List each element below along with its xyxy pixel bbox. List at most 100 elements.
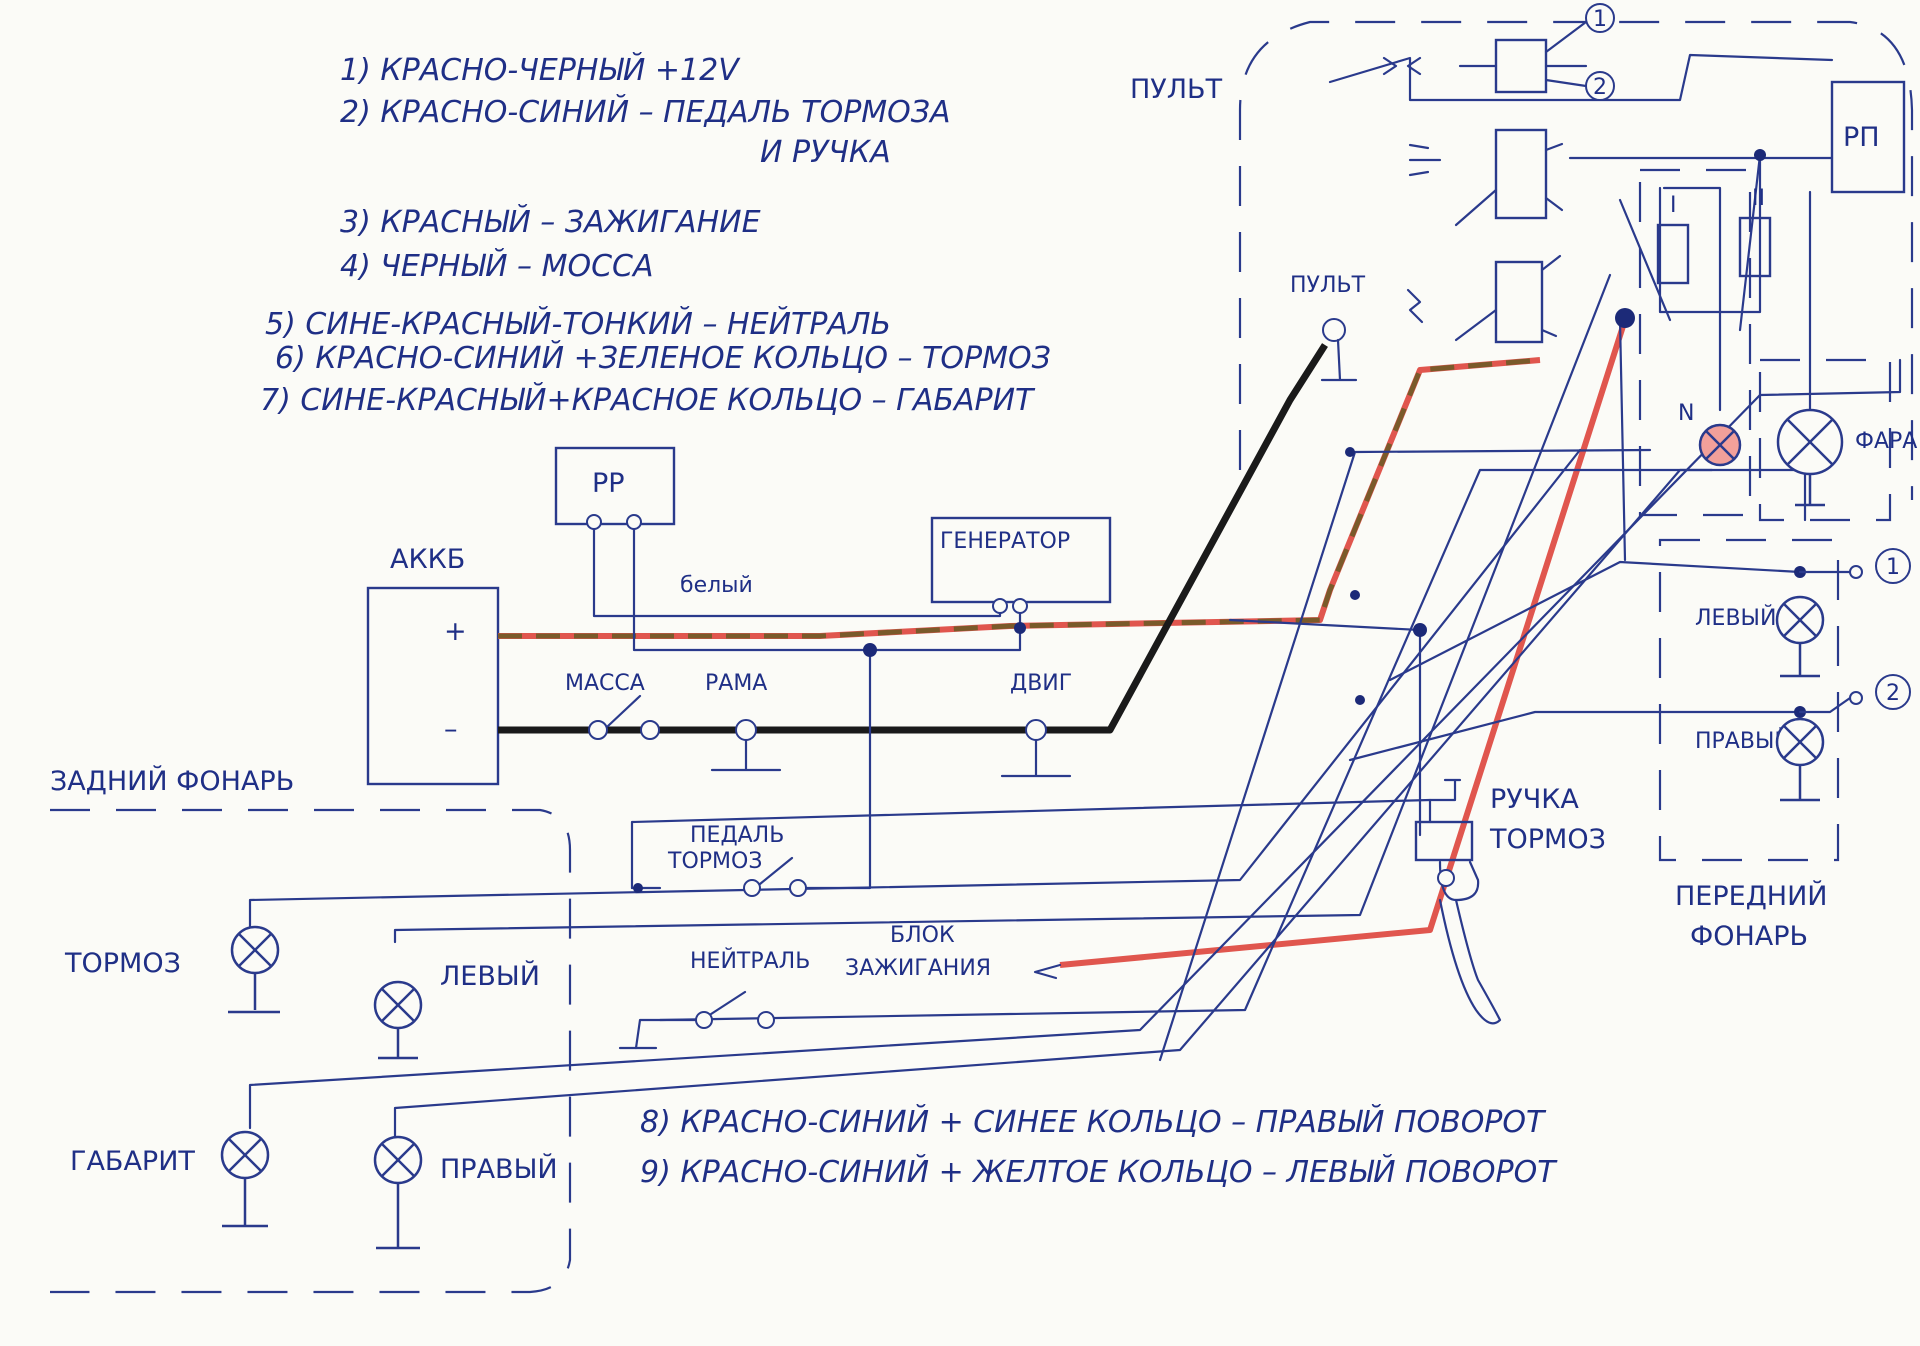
akkb-minus: – xyxy=(444,714,458,745)
neutral-lamp-label: N xyxy=(1678,401,1694,426)
wire-ignition-red xyxy=(1059,319,1628,968)
generator-label: ГЕНЕРАТОР xyxy=(940,529,1070,554)
legend-num-7: 7) xyxy=(260,383,291,418)
turn-switch-leads xyxy=(1544,20,1588,88)
massa-terminal xyxy=(588,720,608,740)
rr-terminal xyxy=(586,514,602,530)
pult-label-top: ПУЛЬТ xyxy=(1130,74,1223,105)
svg-text:3) КРАСНЫЙ – ЗАЖИГАНИЕ: 3) КРАСНЫЙ – ЗАЖИГАНИЕ xyxy=(340,204,761,240)
neutral-label: НЕЙТРАЛЬ xyxy=(690,948,810,974)
legend-text-7: СИНЕ-КРАСНЫЙ+КРАСНОЕ КОЛЬЦО – ГАБАРИТ xyxy=(300,382,1036,418)
front-lamp-title-1: ПЕРЕДНИЙ xyxy=(1675,880,1828,912)
legend-text-2: КРАСНО-СИНИЙ – ПЕДАЛЬ ТОРМОЗА xyxy=(380,94,950,130)
svg-text:1) КРАСНО-ЧЕРНЫЙ +12V: 1) КРАСНО-ЧЕРНЫЙ +12V xyxy=(340,52,741,88)
wire-ground-black xyxy=(498,343,1328,734)
color-legend-bottom: 8) КРАСНО-СИНИЙ + СИНЕЕ КОЛЬЦО – ПРАВЫЙ … xyxy=(640,1104,1558,1190)
front-lamp-title-2: ФОНАРЬ xyxy=(1690,921,1808,952)
akkb-plus: + xyxy=(444,616,467,647)
rr-terminal xyxy=(626,514,642,530)
legend-text-8: КРАСНО-СИНИЙ + СИНЕЕ КОЛЬЦО – ПРАВЫЙ ПОВ… xyxy=(680,1104,1547,1140)
legend-num-5: 5) xyxy=(265,307,296,342)
front-terminal-leads xyxy=(1798,570,1852,714)
horn-switch xyxy=(1406,254,1562,344)
svg-text:И РУЧКА: И РУЧКА xyxy=(760,135,891,170)
switch-term-1-label: 1 xyxy=(1593,7,1607,32)
massa-switch-blade xyxy=(606,694,642,728)
massa-terminal xyxy=(640,720,660,740)
pedal-switch-blade xyxy=(758,856,794,886)
pult-enclosure xyxy=(1238,20,1914,500)
generator-terminal xyxy=(1012,598,1028,614)
pult-ground xyxy=(1320,338,1358,382)
legend-text-6: КРАСНО-СИНИЙ +ЗЕЛЕНОЕ КОЛЬЦО – ТОРМОЗ xyxy=(315,340,1051,376)
rear-brake-lamp-label: ТОРМОЗ xyxy=(64,948,181,979)
front-terminal-1 xyxy=(1849,565,1863,579)
pedal-terminal xyxy=(743,879,761,897)
svg-text:5) СИНЕ-КРАСНЫЙ-ТОНКИЙ – НЕЙТР: 5) СИНЕ-КРАСНЫЙ-ТОНКИЙ – НЕЙТРАЛЬ xyxy=(265,306,891,342)
ignition-arrow xyxy=(1033,963,1062,980)
legend-num-6: 6) xyxy=(275,341,306,376)
legend-text-1: КРАСНО-ЧЕРНЫЙ +12V xyxy=(380,52,741,88)
fara-enclosure xyxy=(1758,358,1892,522)
massa-label: МАССА xyxy=(565,671,645,696)
rear-right-lamp-icon xyxy=(373,1135,423,1250)
brake-handle xyxy=(1414,778,1502,1025)
legend-num-4: 4) xyxy=(340,249,371,284)
relay-2-coil xyxy=(1738,216,1772,278)
neutral-indicator-lamp-icon xyxy=(1698,423,1742,467)
akkb-label: АККБ xyxy=(390,544,465,575)
junction-dot xyxy=(1345,447,1355,457)
dvig-ground xyxy=(1000,738,1072,778)
pult-post xyxy=(1322,318,1346,342)
ignition-label-2: ЗАЖИГАНИЯ xyxy=(845,956,991,981)
white-wire-label: белый xyxy=(680,573,753,598)
neutral-terminal xyxy=(757,1011,775,1029)
front-right-lamp-icon xyxy=(1775,717,1825,802)
headlight-lamp-icon xyxy=(1776,408,1844,507)
dvig-terminal xyxy=(1025,719,1047,741)
junction-dot xyxy=(1615,308,1635,328)
rr-label: РР xyxy=(592,468,625,499)
front-right-label: ПРАВЫЙ xyxy=(1695,728,1791,754)
rr-box xyxy=(554,446,676,526)
turn-signal-switch xyxy=(1382,38,1548,94)
legend-text-3: КРАСНЫЙ – ЗАЖИГАНИЕ xyxy=(380,204,760,240)
svg-text:9) КРАСНО-СИНИЙ + ЖЕЛТОЕ КОЛЬЦ: 9) КРАСНО-СИНИЙ + ЖЕЛТОЕ КОЛЬЦО – ЛЕВЫЙ … xyxy=(640,1154,1558,1190)
rear-left-lamp-icon xyxy=(373,980,423,1060)
akkb-box xyxy=(366,586,500,786)
rama-ground xyxy=(710,738,782,772)
fara-label: ФАРА xyxy=(1855,429,1917,454)
front-left-label: ЛЕВЫЙ xyxy=(1695,605,1776,631)
front-left-lamp-icon xyxy=(1775,595,1825,678)
headlight-switch xyxy=(1408,128,1564,227)
relay-1-coil xyxy=(1656,223,1690,285)
svg-text:6) КРАСНО-СИНИЙ +ЗЕЛЕНОЕ КОЛЬЦ: 6) КРАСНО-СИНИЙ +ЗЕЛЕНОЕ КОЛЬЦО – ТОРМОЗ xyxy=(275,340,1051,376)
junction-dot xyxy=(633,883,643,893)
rear-right-lamp-label: ПРАВЫЙ xyxy=(440,1153,558,1185)
pult-label-mid: ПУЛЬТ xyxy=(1290,273,1366,298)
front-term-1-label: 1 xyxy=(1886,555,1900,580)
junction-dot xyxy=(863,643,877,657)
svg-text:2) КРАСНО-СИНИЙ – ПЕДАЛЬ ТОРМО: 2) КРАСНО-СИНИЙ – ПЕДАЛЬ ТОРМОЗА xyxy=(340,94,951,130)
junction-dot xyxy=(1014,622,1026,634)
switch-term-1 xyxy=(1585,3,1615,33)
rear-left-lamp-label: ЛЕВЫЙ xyxy=(440,960,540,992)
neutral-terminal xyxy=(695,1011,713,1029)
brake-handle-label-2: ТОРМОЗ xyxy=(1489,824,1606,855)
legend-text-5: СИНЕ-КРАСНЫЙ-ТОНКИЙ – НЕЙТРАЛЬ xyxy=(305,306,891,342)
front-lamp-enclosure xyxy=(1658,538,1840,862)
front-term-1-circle xyxy=(1875,548,1911,584)
junction-dot xyxy=(1355,695,1365,705)
legend-text-2b: И РУЧКА xyxy=(760,135,891,170)
relay-1-label: I xyxy=(1670,193,1677,218)
ignition-label-1: БЛОК xyxy=(890,923,955,948)
front-term-2-circle xyxy=(1875,674,1911,710)
switch-term-2-label: 2 xyxy=(1593,75,1607,100)
rama-label: РАМА xyxy=(705,671,767,696)
junction-dot xyxy=(1350,590,1360,600)
relay-enclosure xyxy=(1638,168,1752,517)
legend-num-8: 8) xyxy=(640,1105,671,1140)
neutral-switch xyxy=(634,990,747,1050)
rear-lamp-title: ЗАДНИЙ ФОНАРЬ xyxy=(50,765,294,797)
